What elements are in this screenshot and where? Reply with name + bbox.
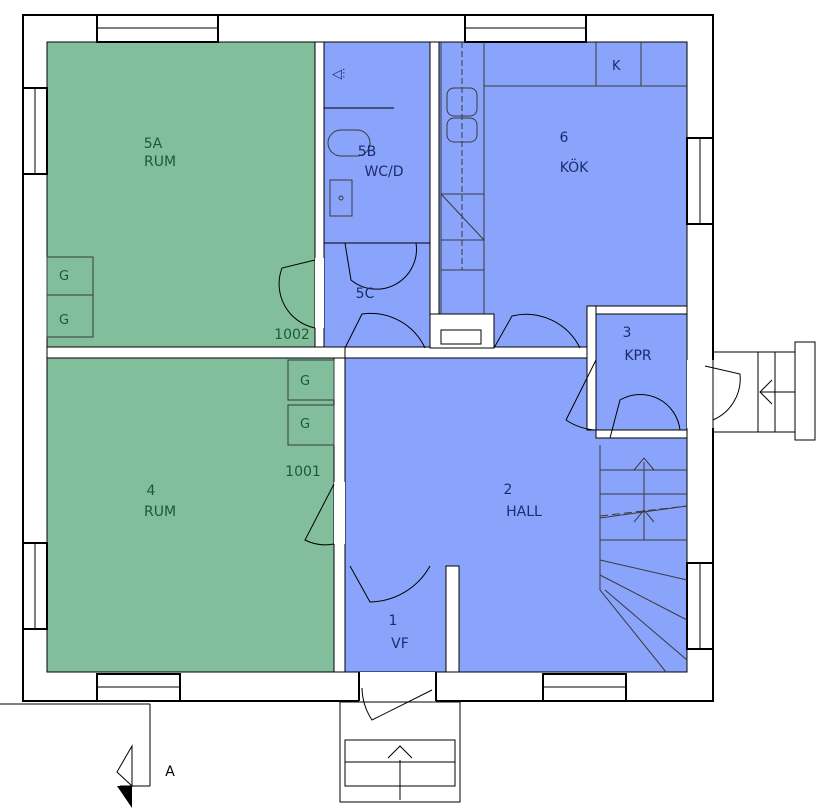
door-number-1001: 1001 <box>285 464 321 480</box>
room-6-number: 6 <box>560 130 569 146</box>
room-2-name: HALL <box>506 504 542 520</box>
section-marker: A <box>0 703 175 808</box>
entrance-opening <box>359 672 436 702</box>
room-labels: 5A RUM 4 RUM 5B WC/D 5C 6 KÖK 3 KPR 2 HA… <box>144 130 652 652</box>
door-stair-swing <box>609 394 681 439</box>
section-marker-label: A <box>165 764 175 780</box>
wardrobe-label: G <box>59 269 69 284</box>
room-6-area[interactable] <box>430 42 687 348</box>
room-5b-area[interactable] <box>324 42 430 243</box>
wardrobe-label: G <box>300 417 310 432</box>
door-1001-swing <box>304 483 335 546</box>
room-3-name: KPR <box>624 348 652 364</box>
room-1-name: VF <box>391 636 409 652</box>
room-5b-number: 5B <box>358 144 377 160</box>
kitchen-marker: K <box>612 59 621 74</box>
room-5a-area[interactable] <box>47 42 315 347</box>
kitchen-fixtures: K <box>440 42 687 314</box>
room-fills <box>47 42 687 672</box>
room-5a-name: RUM <box>144 154 176 170</box>
side-entrance-opening <box>687 360 714 428</box>
room-4-area[interactable] <box>47 358 334 672</box>
door-vf-swing <box>349 565 431 603</box>
section-arrow-icon <box>116 744 133 788</box>
door-5c-swing <box>344 242 417 290</box>
room-2-number: 2 <box>504 482 513 498</box>
door-1002-swing <box>278 259 316 329</box>
door-kpr-swing <box>565 359 597 431</box>
room-4-number: 4 <box>147 483 156 499</box>
door-entrance-swing <box>361 687 433 721</box>
shower-icon: ◁⫶ <box>332 67 345 82</box>
exterior-steps <box>339 341 816 803</box>
door-number-1002: 1002 <box>274 327 310 343</box>
door-5c-hall-swing <box>344 312 426 349</box>
room-5b-name: WC/D <box>364 164 403 180</box>
doors <box>278 242 741 721</box>
room-1-area[interactable] <box>345 566 459 672</box>
room-5c-number: 5C <box>356 286 375 302</box>
room-6-name: KÖK <box>560 158 589 176</box>
room-5a-number: 5A <box>144 136 163 152</box>
wardrobe-label: G <box>300 374 310 389</box>
room-4-name: RUM <box>144 504 176 520</box>
toilet-icon <box>327 129 371 157</box>
interior-walls <box>46 41 688 673</box>
door-kitchen-swing <box>493 313 581 349</box>
stove-icon <box>446 87 478 117</box>
washbasin-icon <box>329 179 353 217</box>
room-1-number: 1 <box>389 613 398 629</box>
staircase <box>599 445 688 673</box>
bathroom-fixtures: ◁⫶ <box>324 67 394 217</box>
wardrobes: G G G G <box>46 256 335 446</box>
door-side-entrance-swing <box>704 365 741 421</box>
room-3-number: 3 <box>623 325 632 341</box>
wardrobe-label: G <box>59 313 69 328</box>
